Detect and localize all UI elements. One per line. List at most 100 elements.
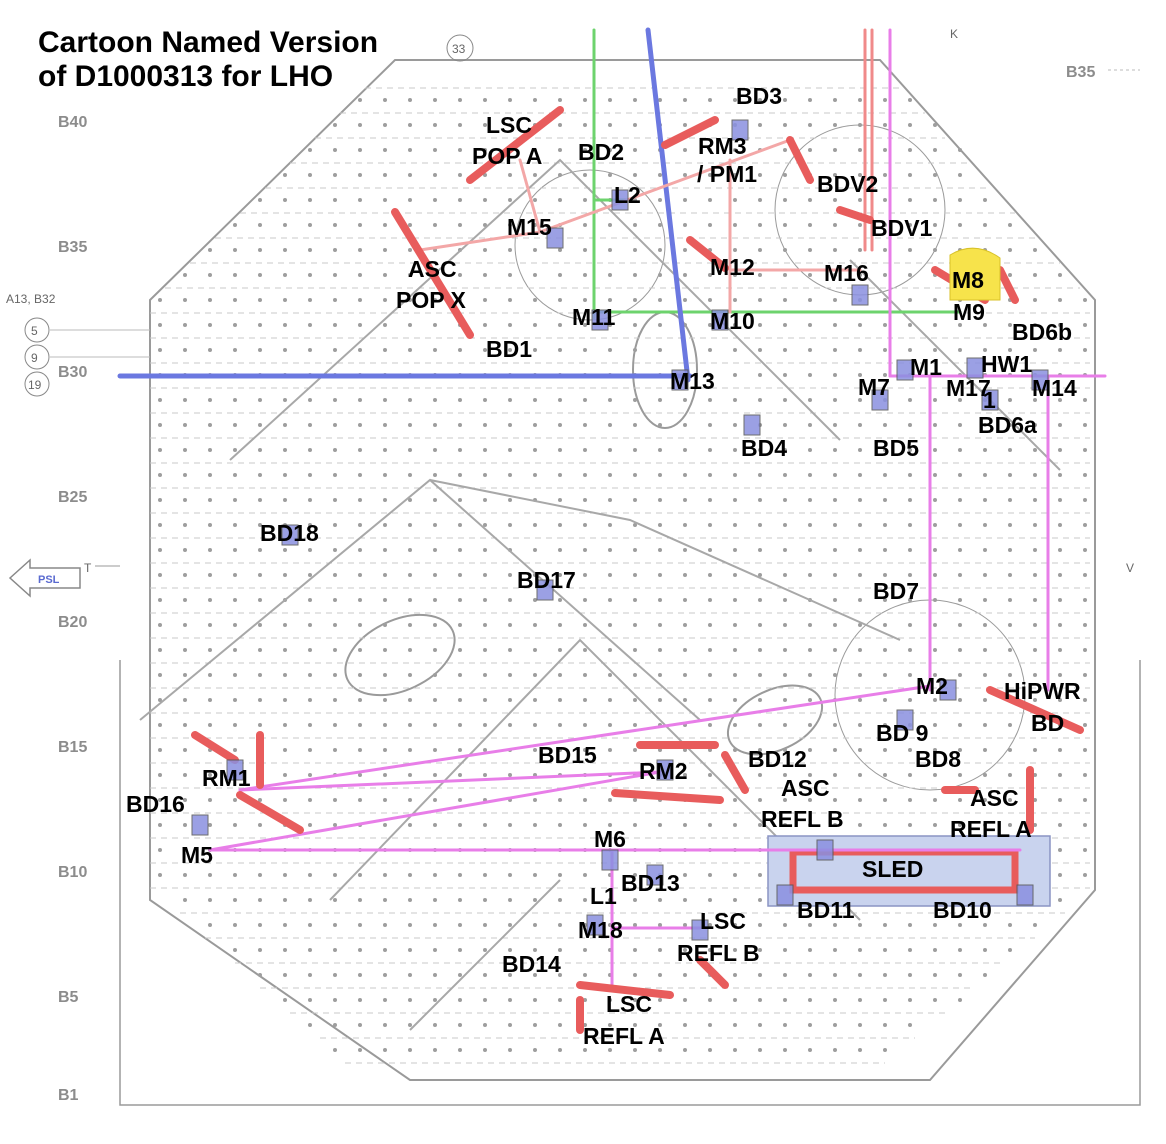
table-hole [583, 1048, 587, 1052]
table-hole [983, 673, 987, 677]
table-hole [983, 523, 987, 527]
table-hole [808, 473, 812, 477]
table-hole [958, 523, 962, 527]
table-hole [583, 523, 587, 527]
table-hole [783, 1048, 787, 1052]
table-hole [883, 723, 887, 727]
table-hole [733, 498, 737, 502]
table-hole [383, 898, 387, 902]
table-hole [208, 723, 212, 727]
table-hole [1058, 698, 1062, 702]
table-hole [333, 873, 337, 877]
label-bd1: BD1 [486, 336, 532, 362]
table-hole [633, 173, 637, 177]
table-hole [783, 748, 787, 752]
table-hole [958, 998, 962, 1002]
table-hole [433, 573, 437, 577]
table-hole [458, 198, 462, 202]
table-hole [1008, 423, 1012, 427]
table-hole [783, 173, 787, 177]
table-hole [183, 423, 187, 427]
table-hole [208, 348, 212, 352]
table-hole [308, 948, 312, 952]
table-hole [683, 148, 687, 152]
optic-mount [1031, 369, 1049, 391]
table-hole [308, 998, 312, 1002]
table-hole [608, 123, 612, 127]
circle-tag: 33 [452, 42, 466, 56]
table-hole [408, 598, 412, 602]
table-hole [683, 1023, 687, 1027]
table-hole [158, 773, 162, 777]
table-hole [1033, 398, 1037, 402]
table-hole [983, 598, 987, 602]
table-hole [1083, 323, 1087, 327]
mount-post [721, 751, 749, 794]
table-hole [658, 623, 662, 627]
table-hole [433, 723, 437, 727]
table-hole [658, 548, 662, 552]
table-hole [558, 423, 562, 427]
table-hole [783, 598, 787, 602]
table-hole [683, 448, 687, 452]
table-hole [158, 548, 162, 552]
table-hole [283, 648, 287, 652]
table-hole [333, 798, 337, 802]
table-hole [333, 748, 337, 752]
table-hole [533, 673, 537, 677]
label-rm2: RM2 [639, 758, 688, 784]
table-hole [783, 423, 787, 427]
table-hole [858, 648, 862, 652]
mount-post [986, 686, 1084, 734]
table-hole [833, 398, 837, 402]
table-hole [258, 223, 262, 227]
table-hole [333, 173, 337, 177]
table-hole [983, 573, 987, 577]
table-hole [358, 273, 362, 277]
table-hole [358, 323, 362, 327]
table-hole [1008, 548, 1012, 552]
label-lsc-pop-a: LSC [486, 112, 532, 138]
table-hole [808, 698, 812, 702]
table-hole [833, 923, 837, 927]
title-line-1: Cartoon Named Version [38, 26, 379, 59]
table-hole [708, 298, 712, 302]
table-hole [158, 523, 162, 527]
table-hole [883, 123, 887, 127]
table-hole [708, 598, 712, 602]
table-hole [608, 423, 612, 427]
table-hole [633, 948, 637, 952]
table-hole [858, 98, 862, 102]
table-hole [433, 923, 437, 927]
table-hole [333, 698, 337, 702]
table-hole [908, 623, 912, 627]
table-hole [733, 973, 737, 977]
table-hole [158, 473, 162, 477]
table-hole [558, 973, 562, 977]
table-hole [933, 948, 937, 952]
table-hole [158, 573, 162, 577]
table-hole [583, 698, 587, 702]
table-hole [783, 973, 787, 977]
table-hole [633, 748, 637, 752]
table-hole [908, 423, 912, 427]
table-hole [833, 998, 837, 1002]
table-hole [258, 723, 262, 727]
table-hole [783, 623, 787, 627]
optic-mount [939, 679, 957, 701]
table-hole [683, 298, 687, 302]
table-hole [808, 1023, 812, 1027]
table-hole [533, 898, 537, 902]
label-l1: L1 [590, 883, 617, 909]
table-hole [483, 323, 487, 327]
table-hole [408, 673, 412, 677]
table-hole [583, 123, 587, 127]
m8-highlight [949, 247, 1001, 301]
table-hole [333, 1048, 337, 1052]
table-hole [583, 348, 587, 352]
table-hole [733, 1023, 737, 1027]
table-hole [433, 773, 437, 777]
table-hole [433, 148, 437, 152]
table-hole [533, 323, 537, 327]
table-hole [433, 448, 437, 452]
